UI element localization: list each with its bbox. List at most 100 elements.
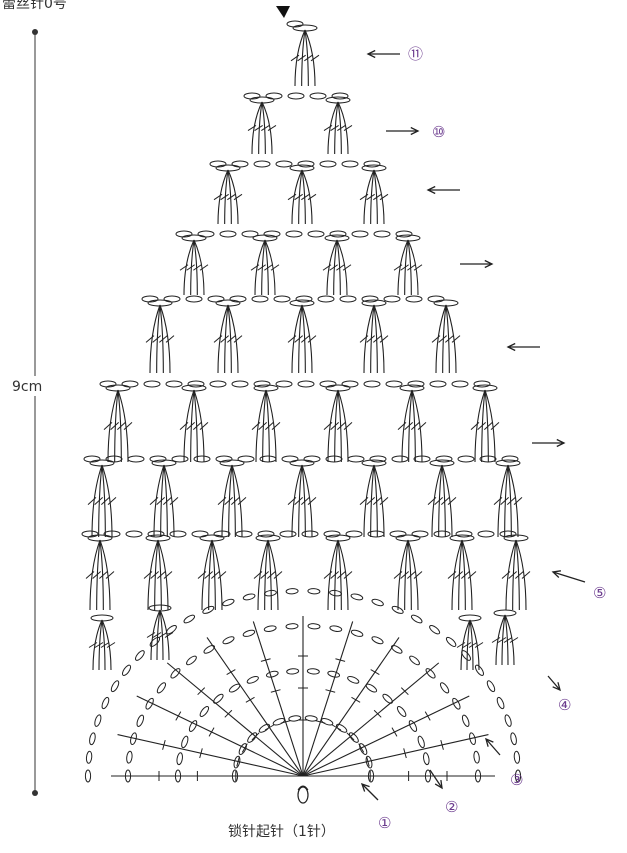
dc-cluster [360, 300, 388, 373]
chain-stitch [335, 723, 348, 734]
chain-stitch [371, 598, 384, 607]
dc-cluster [180, 385, 208, 462]
chain-stitch [85, 770, 90, 782]
row-number: ⑤ [593, 584, 606, 602]
dc-cluster [428, 460, 456, 537]
chain-stitch [504, 714, 513, 727]
chain-stitch [305, 715, 318, 722]
dc-cluster [104, 385, 132, 462]
dc-cluster [218, 460, 246, 537]
dc-cluster [492, 610, 518, 665]
chain-stitch [473, 751, 480, 764]
chain-stitch [180, 735, 189, 748]
row-number: ③ [510, 771, 523, 789]
chain-stitch [329, 625, 342, 632]
spoke-stitch [207, 637, 303, 776]
stitch-tick [176, 712, 181, 721]
dc-cluster [146, 300, 174, 373]
chain-stitch [327, 670, 340, 678]
chain-stitch [286, 588, 298, 594]
spoke-stitch [303, 637, 399, 776]
start-chain [298, 787, 308, 803]
chain-row [244, 93, 348, 99]
dc-cluster [147, 605, 173, 660]
dc-cluster [288, 165, 316, 224]
spoke-stitch [303, 621, 353, 776]
stitch-tick [371, 670, 380, 675]
dc-cluster [360, 165, 388, 224]
chain-stitch [486, 680, 496, 693]
fan-rows [85, 588, 520, 803]
chain-stitch [365, 683, 378, 694]
dc-cluster [252, 385, 280, 462]
spoke-stitch [253, 621, 303, 776]
header-text: 蕾丝针0号 [2, 0, 67, 12]
dc-cluster [88, 460, 116, 537]
chain-stitch [514, 751, 520, 763]
chain-stitch [371, 635, 384, 645]
chain-stitch [286, 623, 298, 629]
chain-stitch [410, 614, 423, 625]
arrow-icon [362, 784, 378, 800]
chain-stitch [126, 751, 133, 764]
row-marker [428, 187, 460, 194]
dc-cluster [324, 97, 352, 154]
chain-stitch [307, 668, 319, 674]
dc-cluster [86, 535, 114, 610]
chain-stitch [86, 751, 92, 763]
dc-cluster [323, 235, 351, 295]
dc-cluster [288, 460, 316, 537]
chain-stitch [203, 644, 216, 655]
chain-stitch [264, 590, 277, 597]
row-number: ⑪ [408, 45, 423, 63]
row-marker [508, 344, 540, 351]
dc-cluster [394, 235, 422, 295]
chain-stitch [258, 723, 271, 734]
dc-cluster [324, 535, 352, 610]
row-number: ① [378, 814, 391, 832]
chain-stitch [94, 714, 103, 727]
chain-stitch [445, 636, 457, 648]
chain-stitch [321, 717, 334, 726]
spoke-stitch [118, 735, 303, 776]
row-marker: ③ [486, 739, 523, 789]
dc-cluster [144, 535, 172, 610]
chain-stitch [156, 681, 167, 694]
chain-stitch [176, 752, 183, 765]
row-number: ⑩ [432, 123, 445, 141]
stitch-tick [209, 728, 214, 737]
chain-stitch [350, 593, 363, 601]
dc-cluster [180, 235, 208, 295]
stitch-tick [392, 728, 397, 737]
stitch-tick [246, 697, 255, 702]
chain-stitch [351, 629, 364, 638]
chain-stitch [272, 717, 285, 726]
dc-cluster [324, 385, 352, 462]
row-marker [460, 261, 492, 268]
dc-cluster [248, 97, 276, 154]
chain-stitch [417, 735, 426, 748]
spoke-stitch [303, 735, 488, 776]
dc-cluster [502, 535, 530, 610]
chain-stitch [242, 629, 255, 638]
chain-stitch [243, 593, 256, 601]
chain-stitch [408, 655, 421, 667]
chain-row [176, 231, 412, 237]
chain-stitch [110, 680, 120, 693]
chain-stitch [222, 635, 235, 645]
dc-cluster [254, 535, 282, 610]
chain-stitch [264, 625, 277, 632]
stitch-tick [351, 697, 360, 702]
stitch-tick [227, 670, 236, 675]
dc-cluster [214, 165, 242, 224]
chain-stitch [308, 588, 320, 594]
dc-cluster [448, 535, 476, 610]
row-marker: ④ [548, 676, 571, 714]
chain-stitch [183, 614, 196, 625]
chain-stitch [423, 752, 430, 765]
chain-stitch [199, 705, 210, 718]
triangle-down-icon [276, 6, 290, 18]
chain-stitch [185, 655, 198, 667]
